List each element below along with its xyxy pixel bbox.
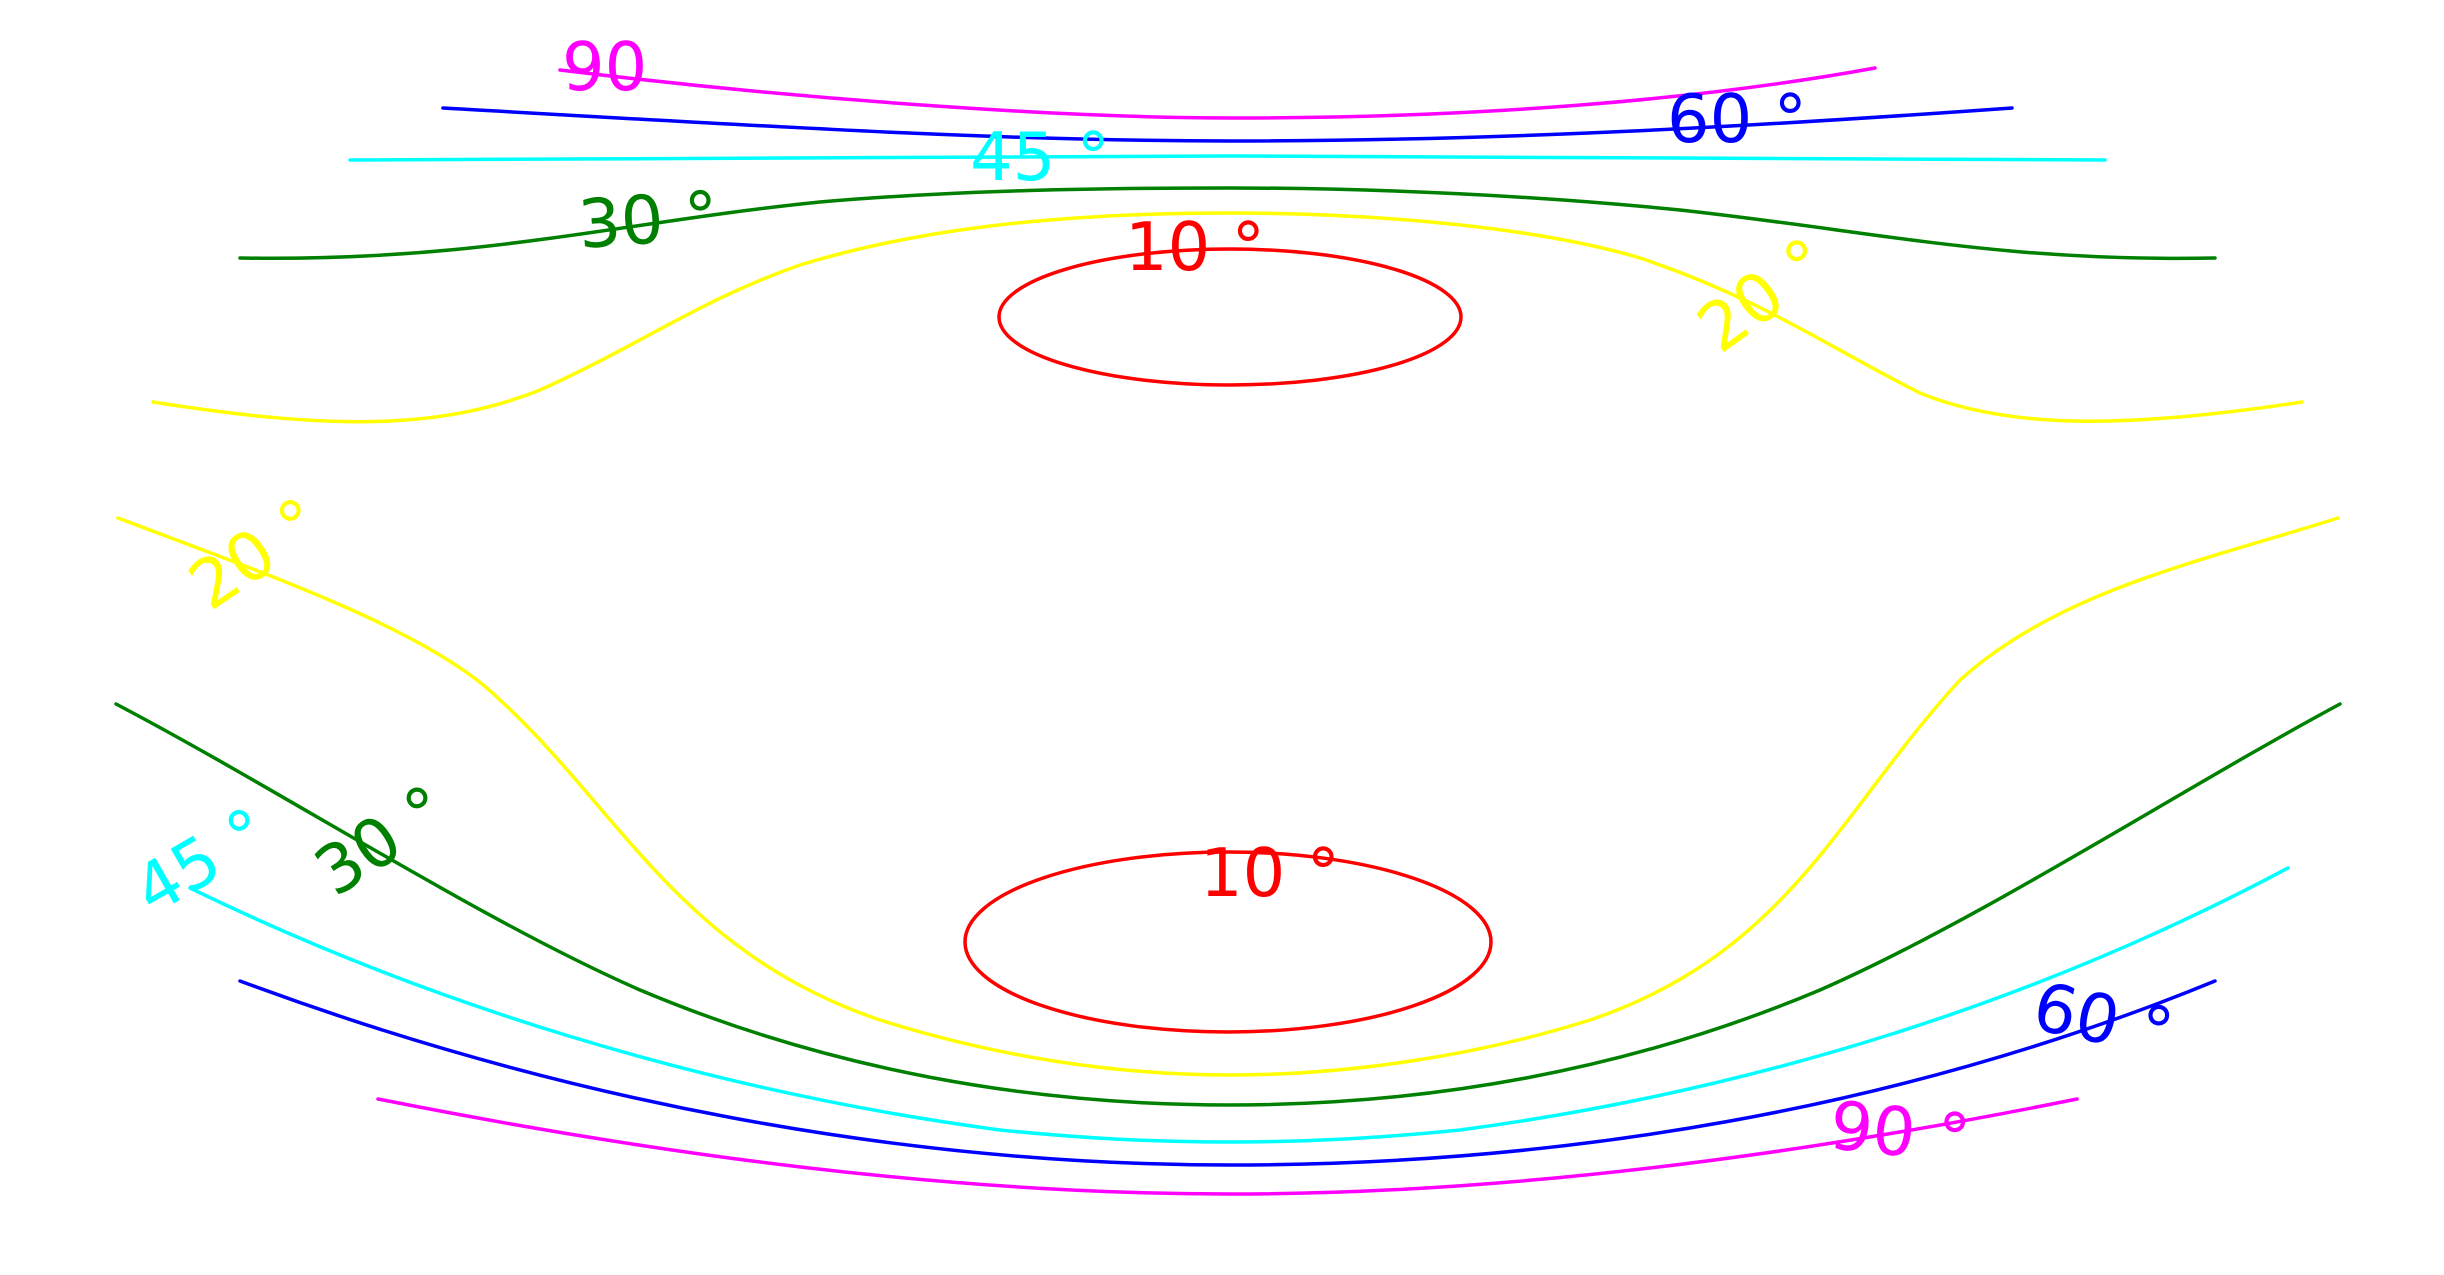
contour-10-bottom bbox=[963, 850, 1493, 1034]
label-10-bottom: 10 ° bbox=[1200, 834, 1340, 912]
label-45-top: 45 ° bbox=[970, 118, 1110, 196]
contour-20-top bbox=[151, 211, 2304, 424]
contour-60-bottom bbox=[238, 979, 2217, 1167]
label-30-left: 30 ° bbox=[301, 770, 461, 912]
contour-30-top bbox=[238, 186, 2217, 261]
label-45-left: 45 ° bbox=[121, 792, 281, 930]
contour-10-top bbox=[997, 247, 1463, 387]
contour-45-bottom bbox=[188, 866, 2290, 1144]
label-20-top-right: 20 ° bbox=[1684, 223, 1843, 368]
contour-60-top bbox=[441, 106, 2014, 143]
label-90-top: 90 bbox=[562, 28, 647, 106]
contour-30-bottom bbox=[114, 702, 2342, 1107]
label-60-top: 60 ° bbox=[1667, 80, 1807, 158]
contour-90-top bbox=[558, 66, 1877, 120]
label-20-left: 20 ° bbox=[175, 482, 335, 625]
contour-20-bottom bbox=[116, 516, 2340, 1077]
label-30-top: 30 ° bbox=[576, 176, 721, 264]
label-60-bottom-right: 60 ° bbox=[2027, 967, 2180, 1072]
label-90-bottom-right: 90 ° bbox=[1826, 1086, 1973, 1178]
label-10-top: 10 ° bbox=[1125, 208, 1265, 286]
contour-45-top bbox=[348, 154, 2107, 162]
contour-90-bottom bbox=[376, 1097, 2079, 1196]
